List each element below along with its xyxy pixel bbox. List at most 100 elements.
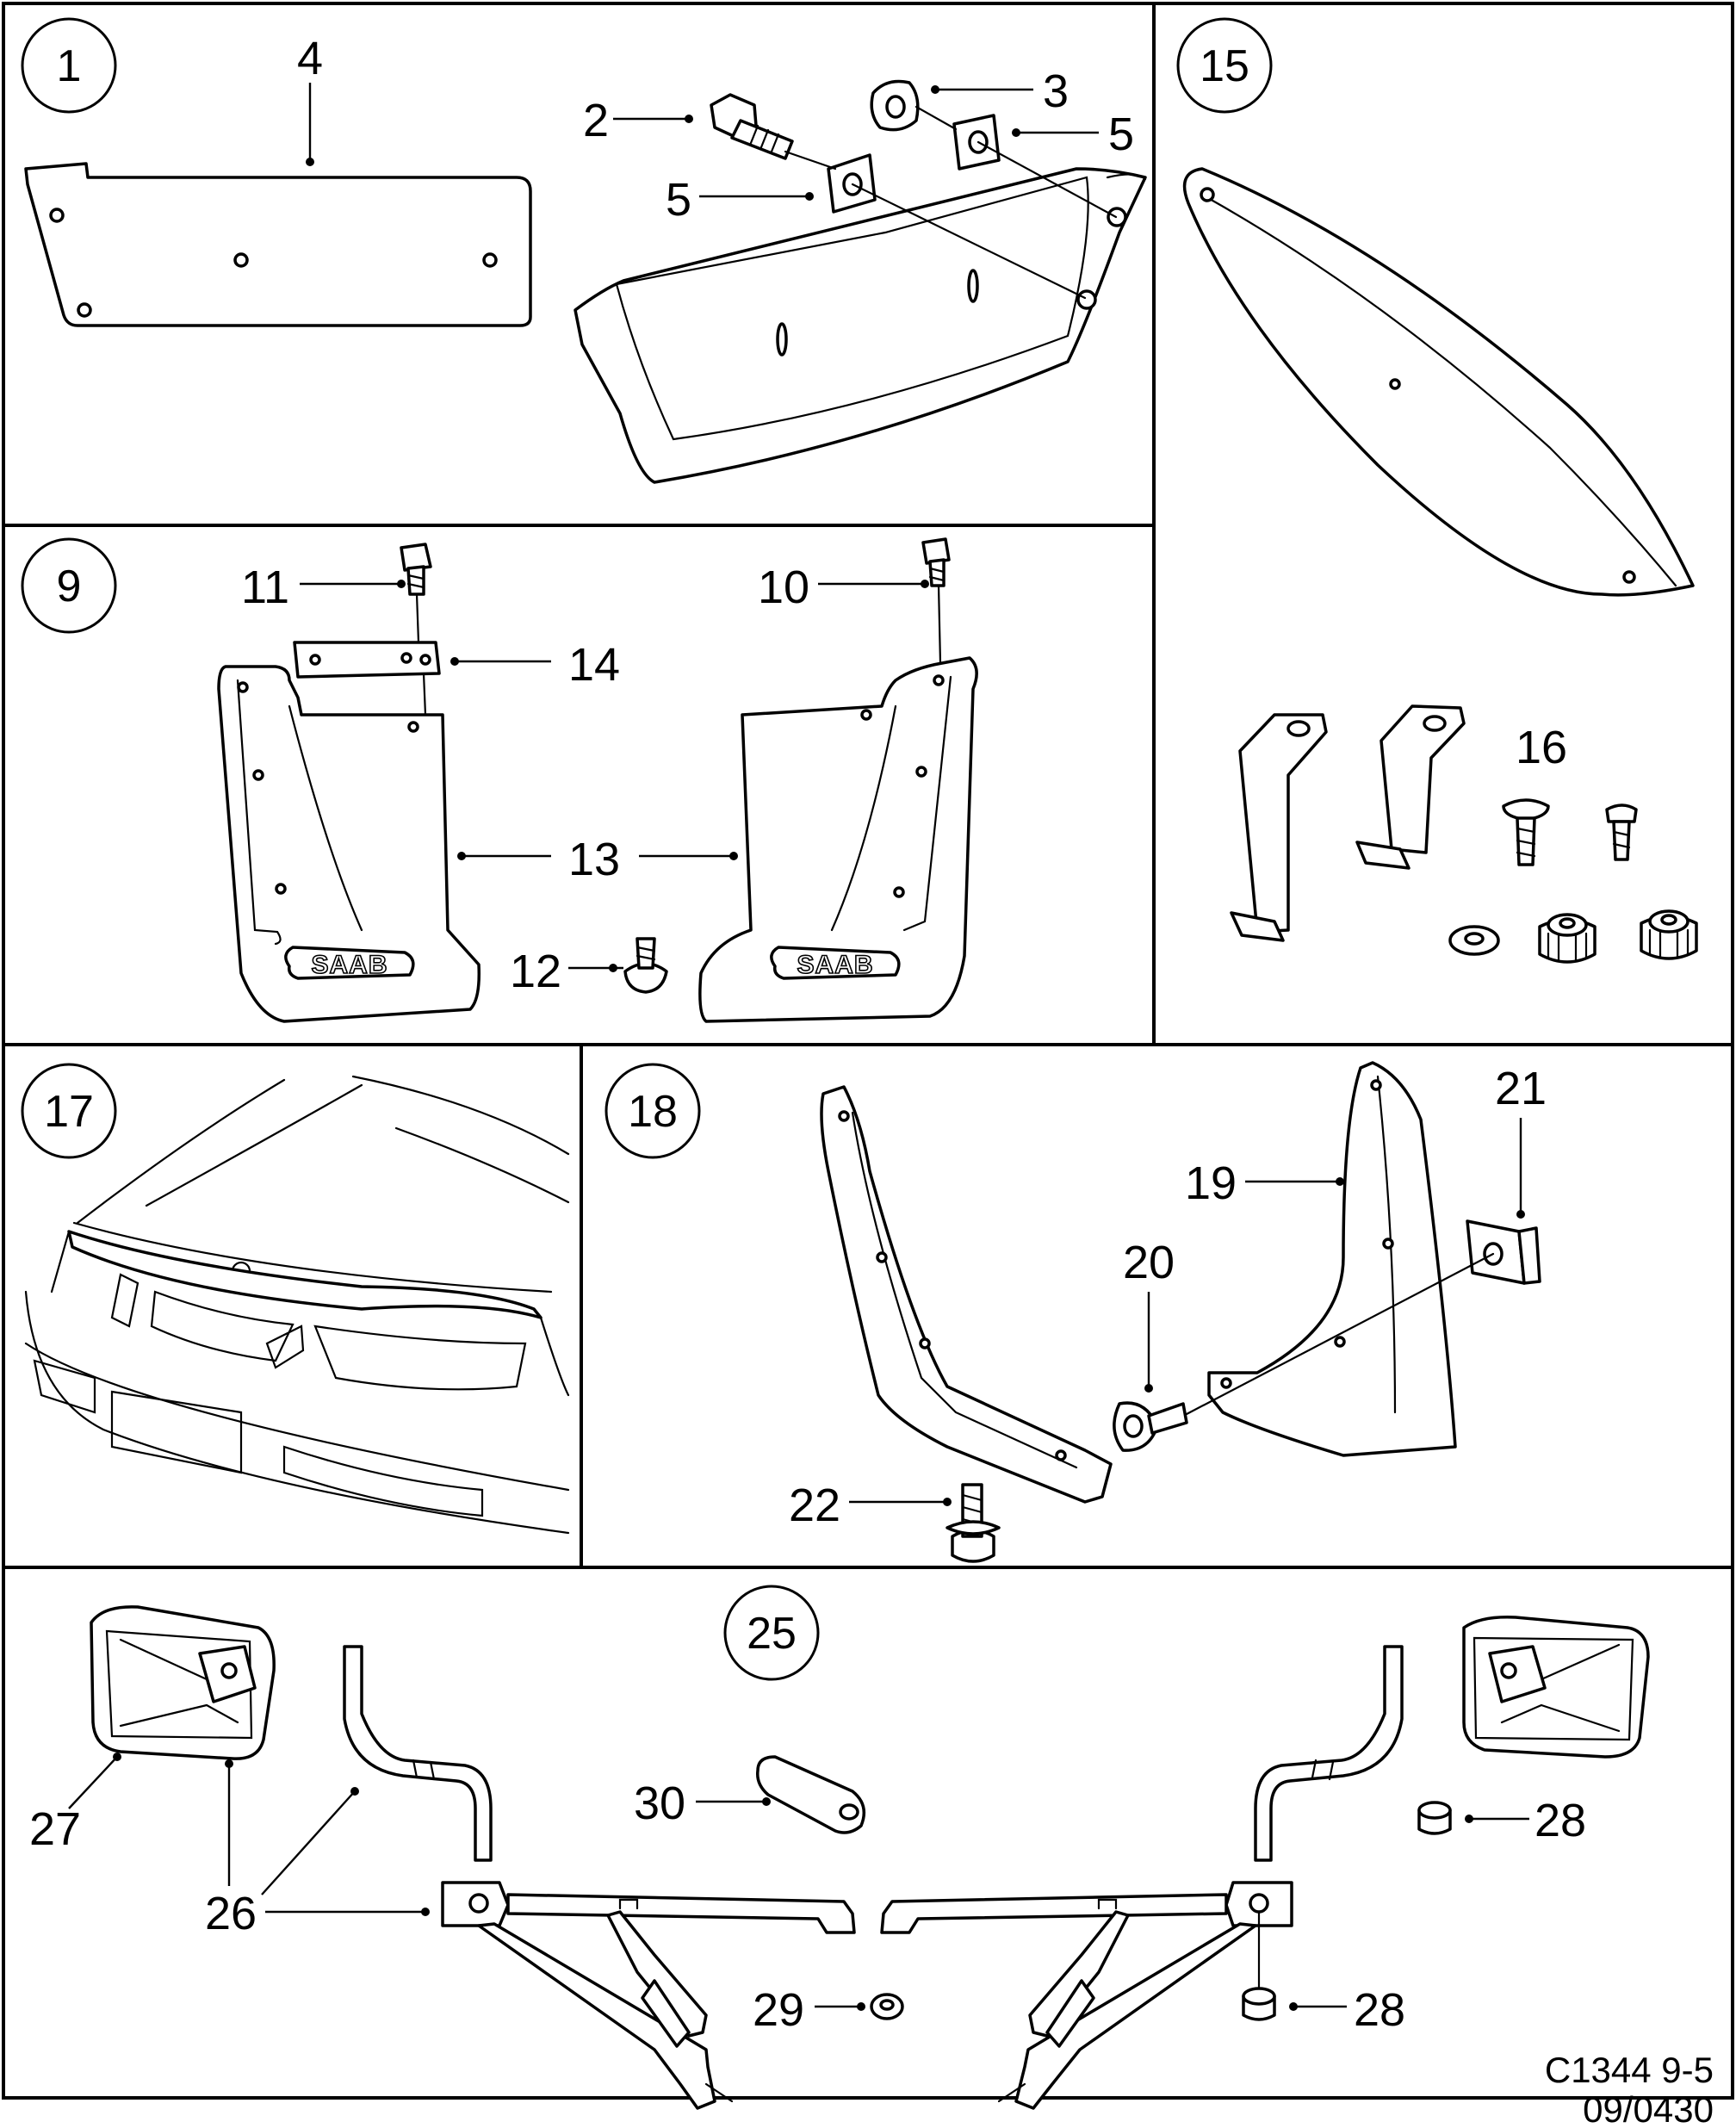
svg-text:16: 16	[1516, 722, 1567, 773]
callout-10: 10	[758, 561, 929, 613]
knurled-nut-16-a	[1538, 913, 1596, 964]
svg-text:28: 28	[1534, 1795, 1586, 1846]
callout-29: 29	[753, 1984, 865, 2036]
bolt-22	[946, 1483, 1001, 1563]
callout-11: 11	[241, 561, 406, 613]
support-frame-left	[441, 1881, 856, 2110]
screw-16-a	[1502, 798, 1550, 866]
callout-4: 4	[297, 33, 323, 166]
washer-16	[1448, 925, 1500, 956]
callout-28a: 28	[1465, 1795, 1586, 1846]
car-front-view	[24, 1075, 570, 1535]
bracket-16-b	[1355, 704, 1466, 870]
svg-text:10: 10	[758, 561, 809, 613]
callout-16: 16	[1516, 722, 1567, 773]
callout-2: 2	[583, 95, 693, 146]
svg-text:20: 20	[1123, 1237, 1175, 1288]
bracket-30	[756, 1755, 866, 1834]
mudflap-13-right: SAAB	[698, 656, 978, 1023]
svg-text:4: 4	[297, 33, 323, 84]
bushing-28-lower	[1242, 1987, 1276, 2021]
svg-text:12: 12	[510, 946, 561, 997]
support-frame-right	[880, 1881, 1293, 2110]
svg-text:11: 11	[241, 561, 289, 613]
panel-number-18: 18	[604, 1063, 701, 1159]
mirror-27-right	[1462, 1616, 1650, 1759]
nut-3	[870, 79, 920, 132]
callout-20: 20	[1123, 1237, 1175, 1393]
drawing-reference: C1344 9-5 09/0430	[1545, 2050, 1714, 2128]
figure-code: C1344 9-5	[1545, 2050, 1714, 2090]
svg-text:21: 21	[1495, 1063, 1547, 1114]
svg-text:28: 28	[1354, 1984, 1405, 2036]
svg-text:22: 22	[789, 1480, 840, 1531]
mirror-arm-26-right	[1254, 1645, 1404, 1862]
panel-15: 15 16	[1176, 17, 1698, 964]
callout-21: 21	[1495, 1063, 1547, 1219]
svg-text:27: 27	[29, 1803, 81, 1855]
mudflap-13-left: SAAB	[217, 665, 481, 1023]
panel-number-17: 17	[21, 1063, 117, 1159]
clip-21	[1466, 1219, 1541, 1285]
svg-text:SAAB: SAAB	[797, 951, 873, 979]
clip-5-right	[952, 114, 1001, 171]
screw-10	[921, 537, 951, 665]
svg-text:14: 14	[568, 639, 620, 691]
callout-27: 27	[29, 1753, 121, 1855]
callout-5b: 5	[666, 174, 814, 226]
svg-text:5: 5	[666, 174, 691, 226]
hood-deflector	[1182, 167, 1695, 597]
panel-number-9: 9	[21, 537, 117, 634]
callout-13: 13	[457, 834, 738, 885]
screw-12	[623, 937, 668, 994]
svg-text:15: 15	[1200, 41, 1249, 91]
knurled-nut-16-b	[1640, 909, 1698, 960]
license-plate-bracket	[24, 162, 532, 327]
panel-number-1: 1	[21, 17, 117, 114]
nut-29	[870, 1993, 904, 2020]
mudflap-19-right	[1207, 1061, 1457, 1457]
clip-5-left	[827, 153, 877, 214]
panel-9: 9 SAAB	[21, 537, 978, 1023]
svg-text:19: 19	[1185, 1157, 1237, 1209]
callout-3: 3	[931, 65, 1069, 117]
panel-1: 1	[21, 17, 1147, 484]
svg-text:25: 25	[747, 1609, 797, 1659]
callout-22: 22	[789, 1480, 952, 1531]
callout-12: 12	[510, 946, 623, 997]
mirror-arm-26-left	[343, 1645, 493, 1862]
license-plate-holder	[574, 167, 1147, 484]
bushing-28-upper	[1417, 1801, 1452, 1835]
svg-text:1: 1	[57, 41, 82, 91]
callout-30: 30	[634, 1777, 771, 1829]
svg-text:30: 30	[634, 1777, 685, 1829]
svg-text:3: 3	[1043, 65, 1069, 117]
svg-text:18: 18	[628, 1087, 678, 1137]
svg-text:2: 2	[583, 95, 609, 146]
panel-number-25: 25	[723, 1585, 820, 1681]
svg-text:26: 26	[205, 1888, 257, 1939]
svg-text:SAAB: SAAB	[311, 951, 388, 979]
mudflap-19-left	[820, 1085, 1113, 1504]
callout-14: 14	[450, 639, 620, 691]
screw-11	[400, 543, 432, 717]
svg-text:5: 5	[1108, 109, 1134, 160]
callout-26: 26	[205, 1759, 430, 1939]
screw-20	[1113, 1401, 1188, 1452]
strip-14	[293, 641, 441, 679]
panel-number-15: 15	[1176, 17, 1273, 114]
svg-text:13: 13	[568, 834, 620, 885]
panel-25: 25	[29, 1585, 1650, 2110]
screw-16-b	[1605, 803, 1638, 861]
callout-19: 19	[1185, 1157, 1344, 1209]
callout-5a: 5	[1012, 109, 1134, 160]
svg-text:17: 17	[44, 1087, 94, 1137]
callout-28b: 28	[1289, 1984, 1405, 2036]
screw-2	[710, 93, 794, 160]
svg-text:9: 9	[57, 561, 82, 611]
mirror-27-left	[90, 1605, 276, 1760]
panel-17: 17	[21, 1063, 570, 1535]
svg-text:29: 29	[753, 1984, 804, 2036]
